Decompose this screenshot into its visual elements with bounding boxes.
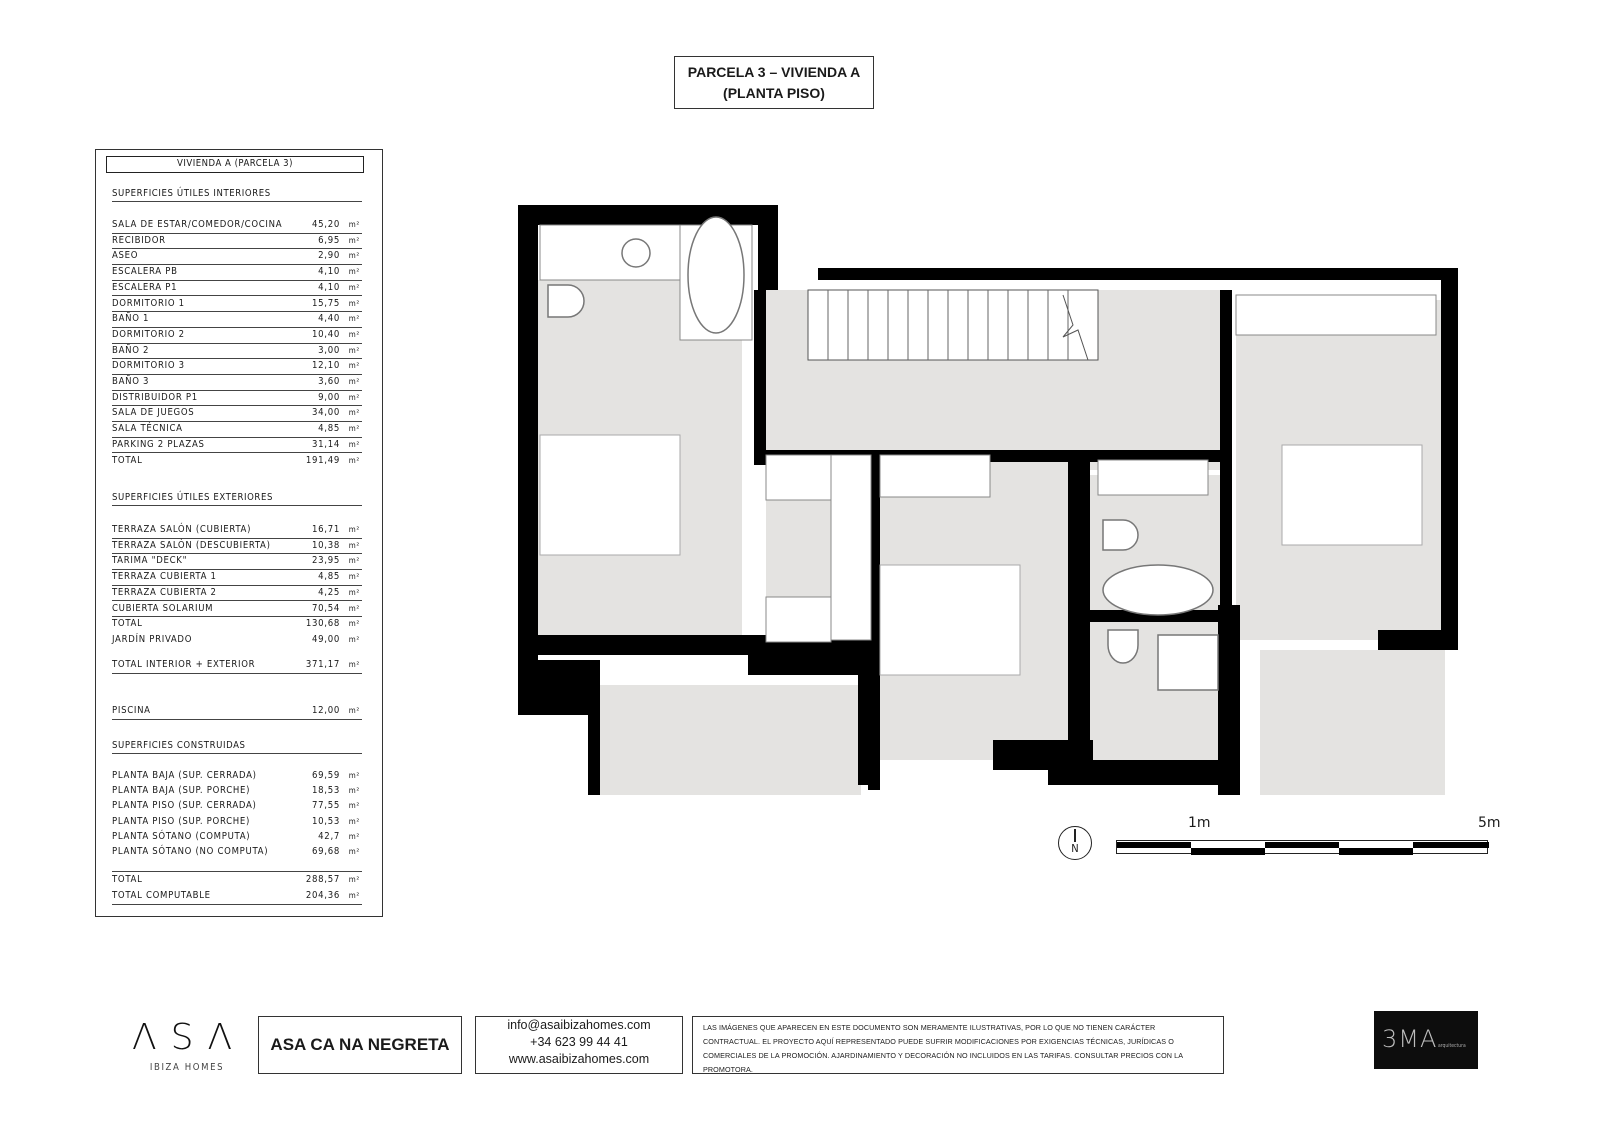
section-title-interiores: SUPERFICIES ÚTILES INTERIORES [112,188,362,202]
table-row-total-int-ext: TOTAL INTERIOR + EXTERIOR 371,17 m² [112,657,362,674]
project-name: ASA CA NA NEGRETA [258,1016,462,1074]
table-row-total-construidas: TOTAL 288,57 m² [112,874,360,885]
scale-label-end: 5m [1478,815,1501,831]
contact-phone[interactable]: +34 623 99 44 41 [530,1035,628,1049]
floor-plan [518,205,1478,805]
asa-logo: ΛSΛ IBIZA HOMES [132,1017,247,1074]
divider [112,871,362,872]
contact-email[interactable]: info@asaibizahomes.com [507,1018,651,1032]
table-row-piscina: PISCINA 12,00 m² [112,703,362,720]
wardrobes [539,224,1437,643]
section-title-exteriores: SUPERFICIES ÚTILES EXTERIORES [112,492,362,506]
page-title: PARCELA 3 – VIVIENDA A (PLANTA PISO) [674,56,874,109]
sanitary-fixtures [547,216,1219,691]
north-arrow-icon: N [1058,826,1092,860]
contact-box: info@asaibizahomes.com +34 623 99 44 41 … [475,1016,683,1074]
stairs [807,289,1099,361]
area-table-header: VIVIENDA A (PARCELA 3) [106,156,364,173]
section-title-construidas: SUPERFICIES CONSTRUIDAS [112,740,362,754]
beds [539,434,1423,676]
area-table: VIVIENDA A (PARCELA 3) SUPERFICIES ÚTILE… [95,149,383,917]
contact-website[interactable]: www.asaibizahomes.com [508,1052,650,1066]
table-row-total-computable: TOTAL COMPUTABLE 204,36 m² [112,888,362,905]
scale-bar [1116,840,1489,855]
title-line-1: PARCELA 3 – VIVIENDA A [687,64,861,80]
architect-logo: 3MA arquitectura [1374,1011,1478,1069]
disclaimer: LAS IMÁGENES QUE APARECEN EN ESTE DOCUME… [692,1016,1224,1074]
title-line-2: (PLANTA PISO) [723,85,825,101]
walls [518,205,1458,795]
scale-label-start: 1m [1188,815,1211,831]
